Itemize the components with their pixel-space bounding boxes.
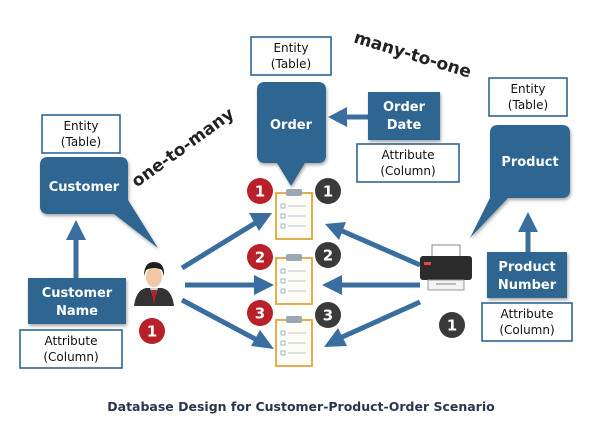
product-entity-tag-line1: Entity <box>510 82 545 96</box>
order-clipboard-2 <box>275 254 313 305</box>
customer-name-tag-line2: (Column) <box>43 350 98 364</box>
person-icon <box>134 262 174 306</box>
product-number-box <box>487 252 567 298</box>
customer-entity: Entity (Table) Customer <box>40 114 158 248</box>
diagram-caption: Database Design for Customer-Product-Ord… <box>107 399 495 414</box>
order-clipboard-3 <box>275 316 313 367</box>
order-entity-tag-line2: (Table) <box>271 57 311 71</box>
order-date-attribute-tag: Attribute (Column) <box>356 143 460 183</box>
customer-name-attribute: Customer Name Attribute (Column) <box>19 278 126 369</box>
arrow-customer-to-order-3 <box>180 297 274 349</box>
order-badge-red-1: 1 <box>247 178 273 204</box>
many-to-one-label: many-to-one <box>351 28 473 83</box>
order-badge-red-3: 3 <box>247 300 273 326</box>
product-entity-tag-line2: (Table) <box>508 98 548 112</box>
order-badge-dark-1: 1 <box>315 178 341 204</box>
order-badge-red-2: 2 <box>247 244 273 270</box>
product-number-attribute-tag: Attribute (Column) <box>481 302 573 342</box>
svg-text:3: 3 <box>323 307 333 325</box>
order-badge-dark-2: 2 <box>315 242 341 268</box>
svg-text:3: 3 <box>255 305 265 323</box>
arrow-product-number-to-product <box>518 212 538 252</box>
customer-badge: 1 <box>139 318 165 344</box>
product-badge: 1 <box>439 312 465 338</box>
svg-text:2: 2 <box>255 249 265 267</box>
arrow-customer-to-order-1 <box>180 213 272 271</box>
product-number-attribute: Product Number Attribute (Column) <box>481 252 573 342</box>
customer-name-line2: Name <box>56 304 98 319</box>
order-entity-label: Order <box>270 118 313 133</box>
order-date-tag-line2: (Column) <box>380 164 435 178</box>
customer-name-box <box>28 278 126 324</box>
customer-callout <box>40 157 158 248</box>
arrow-product-to-order-3 <box>324 299 422 347</box>
arrow-order-date-to-order <box>328 107 368 127</box>
customer-entity-label: Customer <box>49 180 120 195</box>
order-entity: Entity (Table) Order <box>250 36 332 186</box>
svg-text:1: 1 <box>323 183 333 201</box>
product-number-line1: Product <box>498 260 555 275</box>
arrow-product-to-order-1 <box>325 222 422 268</box>
product-number-line2: Number <box>498 278 557 293</box>
connector-arrows <box>66 107 538 349</box>
product-entity-label: Product <box>501 155 558 170</box>
order-badge-dark-3: 3 <box>315 302 341 328</box>
order-callout <box>257 82 326 186</box>
order-date-line2: Date <box>387 118 422 133</box>
arrow-customer-name-to-customer <box>66 220 86 278</box>
customer-entity-tag-line1: Entity <box>63 119 98 133</box>
arrow-product-to-order-2 <box>322 275 420 295</box>
order-date-box <box>368 92 440 140</box>
one-to-many-label: one-to-many <box>128 104 238 192</box>
customer-entity-tag: Entity (Table) <box>41 114 121 154</box>
product-number-tag-line1: Attribute <box>501 307 554 321</box>
svg-text:1: 1 <box>255 183 265 201</box>
printer-icon <box>420 244 472 291</box>
customer-entity-tag-line2: (Table) <box>61 135 101 149</box>
arrow-customer-to-order-2 <box>185 275 274 295</box>
product-number-tag-line2: (Column) <box>499 323 554 337</box>
order-entity-tag-line1: Entity <box>273 41 308 55</box>
product-entity-tag: Entity (Table) <box>488 77 568 117</box>
order-entity-tag: Entity (Table) <box>250 36 332 76</box>
svg-text:2: 2 <box>323 247 333 265</box>
customer-name-line1: Customer <box>42 286 113 301</box>
order-date-tag-line1: Attribute <box>382 148 435 162</box>
order-date-attribute: Order Date Attribute (Column) <box>356 92 460 183</box>
order-date-line1: Order <box>383 100 426 115</box>
product-entity: Entity (Table) Product <box>470 77 570 238</box>
svg-text:1: 1 <box>447 317 457 335</box>
customer-name-tag-line1: Attribute <box>45 334 98 348</box>
svg-text:1: 1 <box>147 323 157 341</box>
order-clipboard-1 <box>275 189 313 240</box>
customer-name-attribute-tag: Attribute (Column) <box>19 329 123 369</box>
product-callout <box>470 125 570 238</box>
